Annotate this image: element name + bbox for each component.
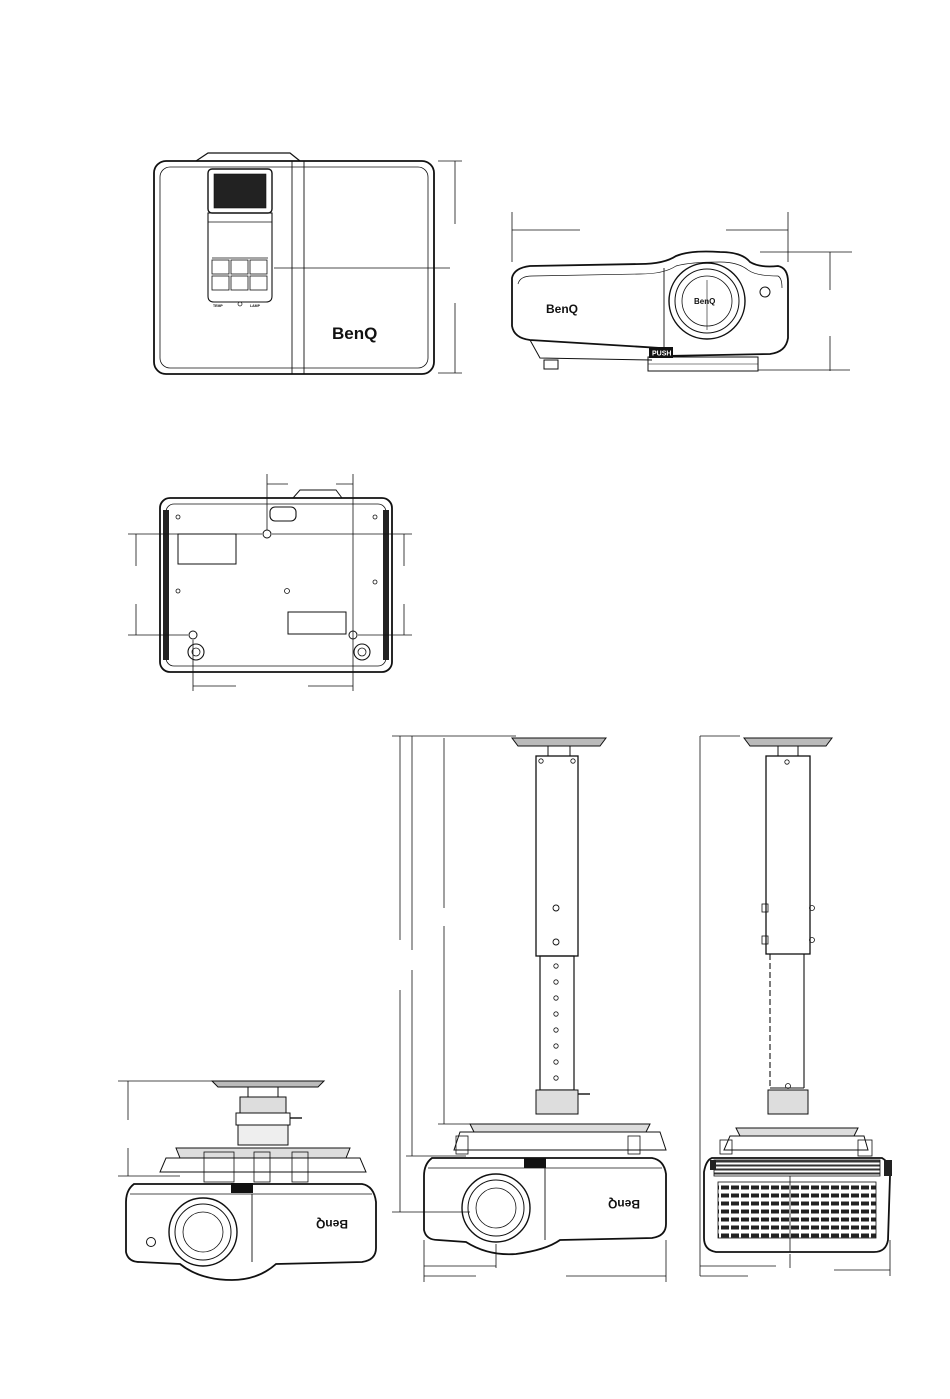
front-view-logo: BenQ [546,302,578,316]
top-view-logo: BenQ [332,324,377,343]
top-view [154,153,462,374]
ceiling-mount-front-min [118,1081,376,1280]
front-view [512,212,852,371]
lens-logo: BenQ [694,297,715,306]
temp-label: TEMP [213,304,223,308]
push-badge-max [524,1158,546,1168]
ceiling-mount-side-max [700,736,892,1276]
push-badge-min [231,1183,253,1193]
mount-max-logo: BenQ [608,1197,640,1211]
bottom-view [128,474,412,691]
push-label: PUSH [652,351,671,358]
lamp-label: LAMP [250,304,261,308]
mount-min-logo: BenQ [316,1217,348,1231]
